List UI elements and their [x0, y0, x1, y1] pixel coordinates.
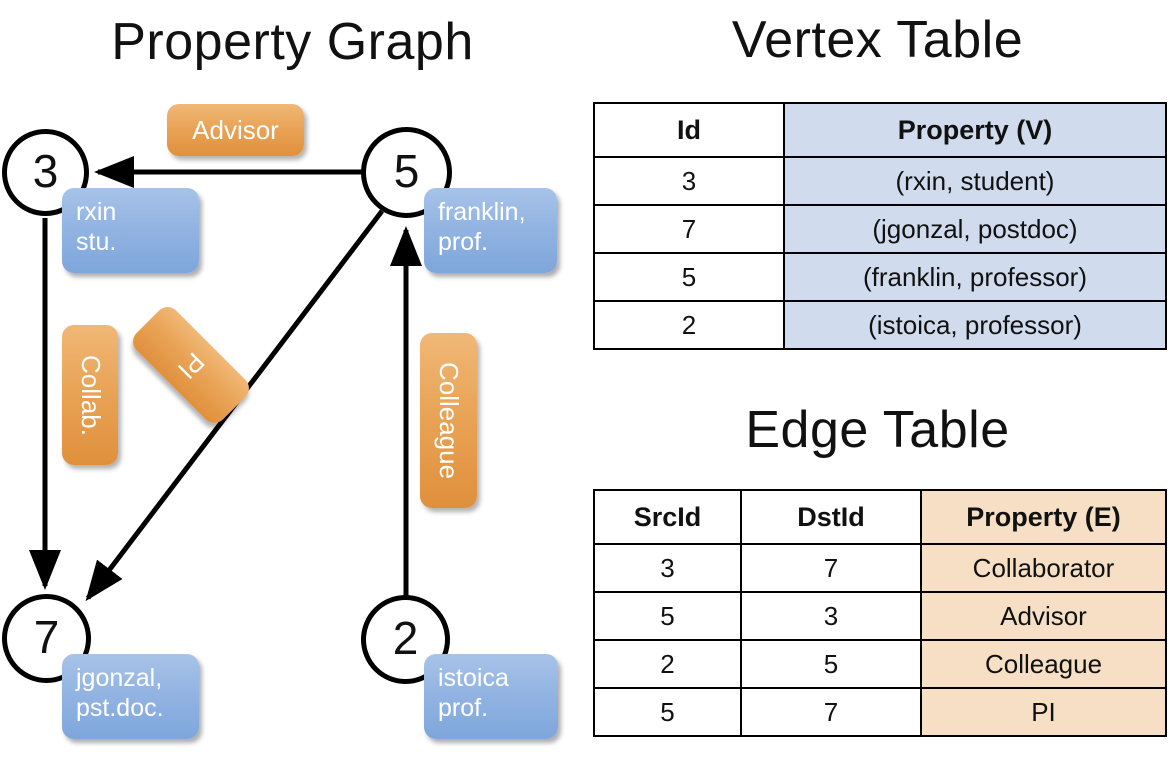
edge-table-header-srcid: SrcId	[593, 489, 742, 545]
vertex-table-header-id: Id	[593, 102, 785, 158]
page-title-edge-table: Edge Table	[745, 401, 1010, 459]
edge-table-cell-property: PI	[920, 687, 1167, 737]
vertex-table: Id Property (V) 3 (rxin, student) 7 (jgo…	[593, 102, 1167, 350]
edge-table-cell-dst: 5	[740, 639, 922, 689]
vertex-table-header-row: Id Property (V)	[593, 102, 1167, 158]
vertex-table-cell-id: 5	[593, 252, 785, 302]
graph-node-2-label: 2	[392, 611, 419, 664]
property-graph-canvas: 3 5 7 2 rxin stu. franklin, prof. jgonza…	[2, 104, 558, 739]
table-row: 3 (rxin, student)	[593, 156, 1167, 206]
vertex-property-box-3-line2: stu.	[76, 227, 117, 256]
edge-table-cell-property: Collaborator	[920, 543, 1167, 593]
edge-label-pi-text: PI	[172, 346, 211, 385]
edge-label-colleague-text: Colleague	[434, 361, 464, 480]
edge-table-cell-dst: 3	[740, 591, 922, 641]
edge-table-cell-src: 5	[593, 591, 742, 641]
vertex-table-cell-id: 2	[593, 300, 785, 350]
table-row: 7 (jgonzal, postdoc)	[593, 204, 1167, 254]
table-row: 5 (franklin, professor)	[593, 252, 1167, 302]
edge-table-header-dstid: DstId	[740, 489, 922, 545]
graph-node-2[interactable]: 2	[361, 595, 450, 684]
vertex-table-cell-property: (jgonzal, postdoc)	[783, 204, 1167, 254]
table-row: 2 5 Colleague	[593, 639, 1167, 689]
vertex-table-cell-property: (franklin, professor)	[783, 252, 1167, 302]
vertex-property-box-5: franklin, prof.	[424, 188, 557, 273]
edge-table-cell-src: 2	[593, 639, 742, 689]
vertex-property-box-3: rxin stu.	[62, 188, 199, 273]
vertex-property-box-7-line1: jgonzal,	[76, 664, 163, 692]
edge-table-header-property: Property (E)	[920, 489, 1167, 545]
edge-label-colleague: Colleague	[420, 333, 477, 508]
vertex-property-box-2-line2: prof.	[438, 693, 489, 722]
vertex-table-cell-id: 3	[593, 156, 785, 206]
vertex-property-box-5-line2: prof.	[438, 227, 489, 256]
edge-table: SrcId DstId Property (E) 3 7 Collaborato…	[593, 489, 1167, 737]
page-title-vertex-table: Vertex Table	[731, 11, 1024, 69]
graph-node-5-label: 5	[393, 144, 420, 197]
vertex-table-cell-property: (rxin, student)	[783, 156, 1167, 206]
edge-table-cell-dst: 7	[740, 543, 922, 593]
edge-table-cell-src: 5	[593, 687, 742, 737]
table-row: 5 3 Advisor	[593, 591, 1167, 641]
edge-label-advisor: Advisor	[167, 104, 304, 156]
vertex-property-box-3-line1: rxin	[76, 198, 117, 226]
edge-table-cell-property: Advisor	[920, 591, 1167, 641]
edge-label-collab: Collab.	[62, 325, 118, 465]
vertex-property-box-5-line1: franklin,	[438, 198, 526, 226]
edge-table-cell-dst: 7	[740, 687, 922, 737]
vertex-property-box-2-line1: istoica	[438, 664, 509, 692]
graph-node-3-label: 3	[32, 144, 59, 197]
edge-label-advisor-text: Advisor	[192, 114, 279, 145]
vertex-property-box-2: istoica prof.	[424, 654, 558, 739]
page-title-property-graph: Property Graph	[111, 13, 474, 71]
vertex-table-cell-id: 7	[593, 204, 785, 254]
table-row: 3 7 Collaborator	[593, 543, 1167, 593]
table-row: 5 7 PI	[593, 687, 1167, 737]
edge-label-collab-text: Collab.	[75, 354, 106, 436]
vertex-property-box-7-line2: pst.doc.	[76, 693, 164, 722]
vertex-property-box-7: jgonzal, pst.doc.	[62, 654, 199, 739]
graph-node-7-label: 7	[33, 610, 60, 663]
vertex-table-header-property: Property (V)	[783, 102, 1167, 158]
vertex-table-cell-property: (istoica, professor)	[783, 300, 1167, 350]
table-row: 2 (istoica, professor)	[593, 300, 1167, 350]
edge-table-cell-property: Colleague	[920, 639, 1167, 689]
edge-table-header-row: SrcId DstId Property (E)	[593, 489, 1167, 545]
graph-node-5[interactable]: 5	[361, 127, 452, 218]
edge-table-cell-src: 3	[593, 543, 742, 593]
